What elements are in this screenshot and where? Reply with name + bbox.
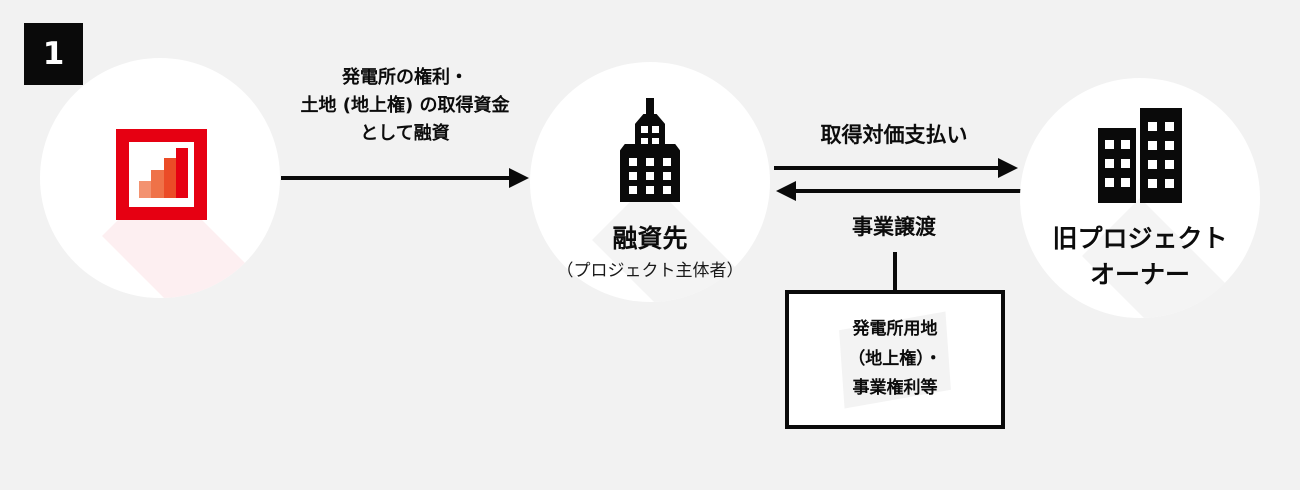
red-chart-icon bbox=[116, 129, 207, 220]
tower-base-section bbox=[620, 144, 680, 202]
building-left bbox=[1098, 128, 1136, 203]
flow-label-transfer: 事業譲渡 bbox=[852, 215, 936, 239]
flow-arrow-loan-head bbox=[509, 168, 529, 188]
tower-building-icon bbox=[612, 98, 688, 202]
node-borrower-label: 融資先 bbox=[612, 224, 688, 253]
step-number-badge: 1 bbox=[24, 23, 83, 85]
node-former-owner-label-line2: オーナー bbox=[1089, 260, 1190, 289]
asset-box-text: 発電所用地 （地上権）・ 事業権利等 bbox=[848, 318, 942, 399]
flow-arrow-payment-head bbox=[998, 158, 1018, 178]
step-number-label: 1 bbox=[42, 35, 65, 72]
node-former-owner-label-line1: 旧プロジェクト bbox=[1052, 224, 1228, 253]
building-right bbox=[1140, 108, 1182, 203]
chart-bar-1 bbox=[139, 181, 152, 198]
chart-bar-3 bbox=[163, 158, 176, 198]
tower-spire bbox=[646, 98, 654, 116]
flow-arrow-loan-line bbox=[281, 176, 513, 180]
twin-buildings-icon bbox=[1098, 108, 1184, 203]
flow-arrow-transfer-head bbox=[776, 181, 796, 201]
flow-label-payment: 取得対価支払い bbox=[820, 123, 968, 147]
flow-arrow-payment-line bbox=[774, 166, 1002, 170]
chart-bar-4 bbox=[175, 148, 188, 198]
asset-box-connector bbox=[893, 252, 897, 292]
chart-bar-2 bbox=[151, 170, 164, 198]
flow-arrow-transfer-line bbox=[796, 189, 1024, 193]
asset-box: 発電所用地 （地上権）・ 事業権利等 bbox=[785, 290, 1005, 429]
flow-label-loan: 発電所の権利・ 土地 (地上権) の取得資金 として融資 bbox=[300, 67, 510, 144]
node-borrower-sublabel: （プロジェクト主体者） bbox=[556, 261, 744, 281]
